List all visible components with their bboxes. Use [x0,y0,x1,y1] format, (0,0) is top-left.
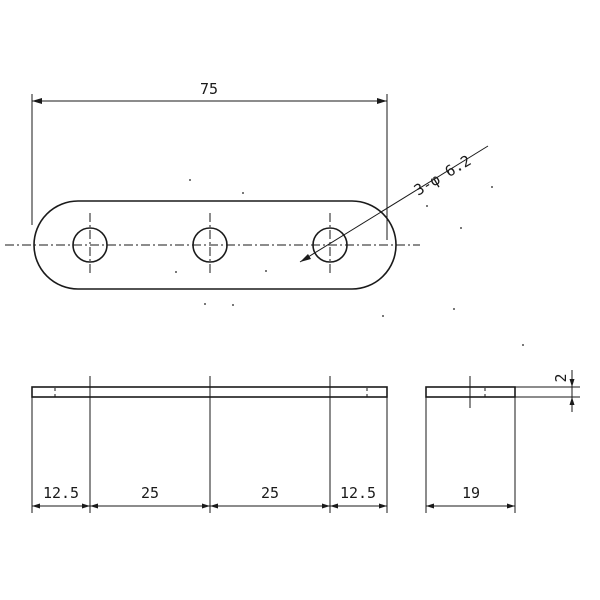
arrowhead [379,503,387,509]
arrowhead [330,503,338,509]
pitch-1-label: 25 [141,484,159,502]
arrowhead [569,397,575,405]
hole-middle [192,227,228,263]
side-view: 19 2 [425,370,580,513]
top-view: 75 3-φ 6.2 [5,80,489,290]
front-view: 12.5 25 25 12.5 [31,376,388,513]
arrowhead [426,503,434,509]
arrowhead [507,503,515,509]
arrowhead [300,254,311,262]
arrowhead [322,503,330,509]
arrowhead [90,503,98,509]
overall-length-label: 75 [200,80,218,98]
hole-callout-leader [299,145,489,263]
hole-callout-label: 3-φ 6.2 [411,151,474,199]
arrowhead [82,503,90,509]
scan-noise [175,179,524,346]
arrowhead [210,503,218,509]
hole-left [72,227,108,263]
edge-right-label: 12.5 [340,484,376,502]
arrowhead [377,98,387,104]
edge-left-label: 12.5 [43,484,79,502]
arrowhead [32,98,42,104]
arrowhead [32,503,40,509]
width-label: 19 [462,484,480,502]
arrowhead [569,379,575,387]
thickness-label: 2 [552,373,570,382]
arrowhead [202,503,210,509]
pitch-2-label: 25 [261,484,279,502]
hole-right [312,227,348,263]
